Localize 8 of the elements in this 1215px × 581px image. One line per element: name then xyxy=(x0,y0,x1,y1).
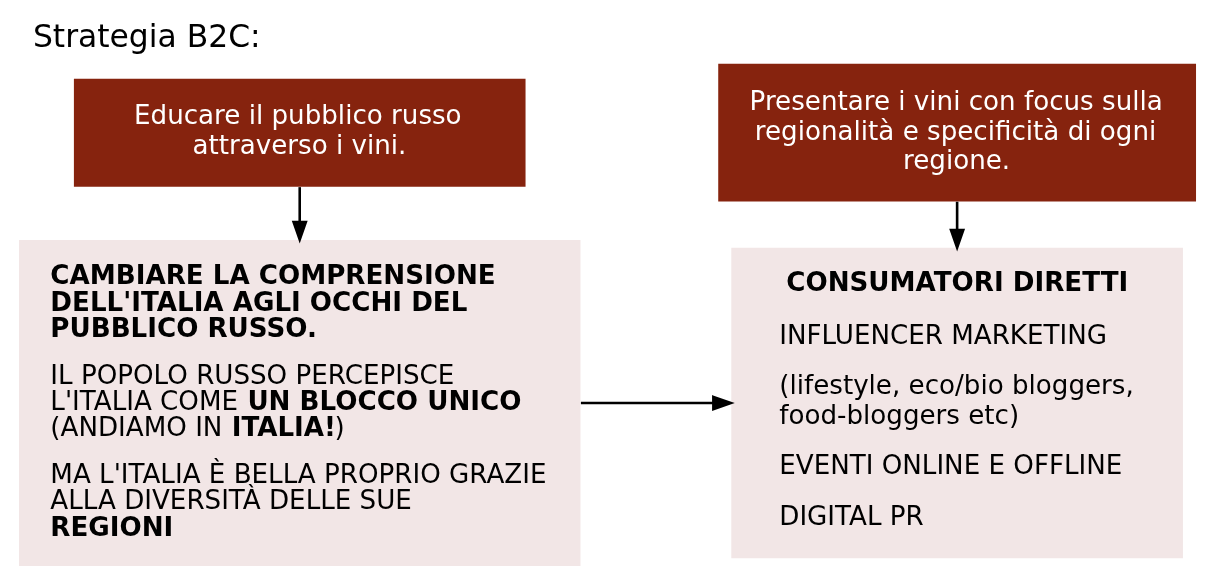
node-box: Educare il pubblico russo attraverso i vini. xyxy=(73,78,526,187)
diagram-title: Strategia B2C: xyxy=(32,18,261,55)
node-box: CONSUMATORI DIRETTI INFLUENCER MARKETING (lifestyle, eco/bio bloggers, food-bloggers etc) EVENTI ONLINE E OFFLINE DIGITAL PR xyxy=(731,247,1183,559)
node-box: Presentare i vini con focus sulla regionalità e specificità di ogni regione. xyxy=(718,63,1196,202)
arrow xyxy=(949,201,966,252)
node-box: CAMBIARE LA COMPRENSIONE DELL'ITALIA AGLI OCCHI DEL PUBBLICO RUSSO. IL POPOLO RUSSO PERCEPISCE L'ITALIA COME UN BLOCCO UNICO (ANDIAMO IN ITALIA!) MA L'ITALIA È BELLA PROPRIO GRAZIE ALLA DIVERSITÀ DELLE SUE REGIONI xyxy=(19,239,581,566)
arrow xyxy=(580,395,735,411)
arrow xyxy=(291,187,308,244)
